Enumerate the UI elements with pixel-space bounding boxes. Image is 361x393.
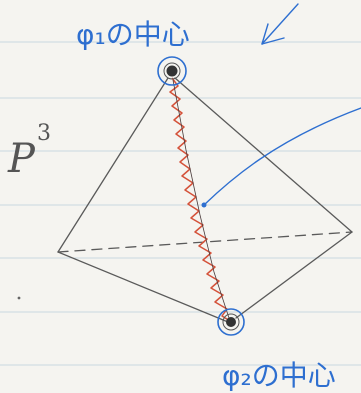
stray-dot: [17, 296, 21, 300]
blue-curve: [203, 107, 361, 206]
edge-top-right: [174, 77, 353, 233]
arrow-mark-icon: [261, 3, 299, 45]
ink-center-line: [172, 79, 230, 319]
tetrahedron-edges: [57, 77, 353, 323]
edge-top-left: [57, 77, 169, 253]
edge-left-right-hidden: [57, 231, 353, 253]
blue-curve-point: [201, 202, 207, 208]
bottom-vertex-marker: [217, 308, 245, 336]
edge-right-bottom: [235, 231, 353, 319]
ruled-lines: [0, 41, 361, 366]
edge-left-bottom: [57, 251, 229, 323]
top-vertex-marker: [157, 56, 187, 86]
space-label: P: [7, 136, 36, 182]
bottom-center-label: φ₂の中心: [222, 359, 336, 392]
top-center-label: φ₁の中心: [76, 18, 190, 51]
space-exponent: 3: [37, 121, 51, 146]
